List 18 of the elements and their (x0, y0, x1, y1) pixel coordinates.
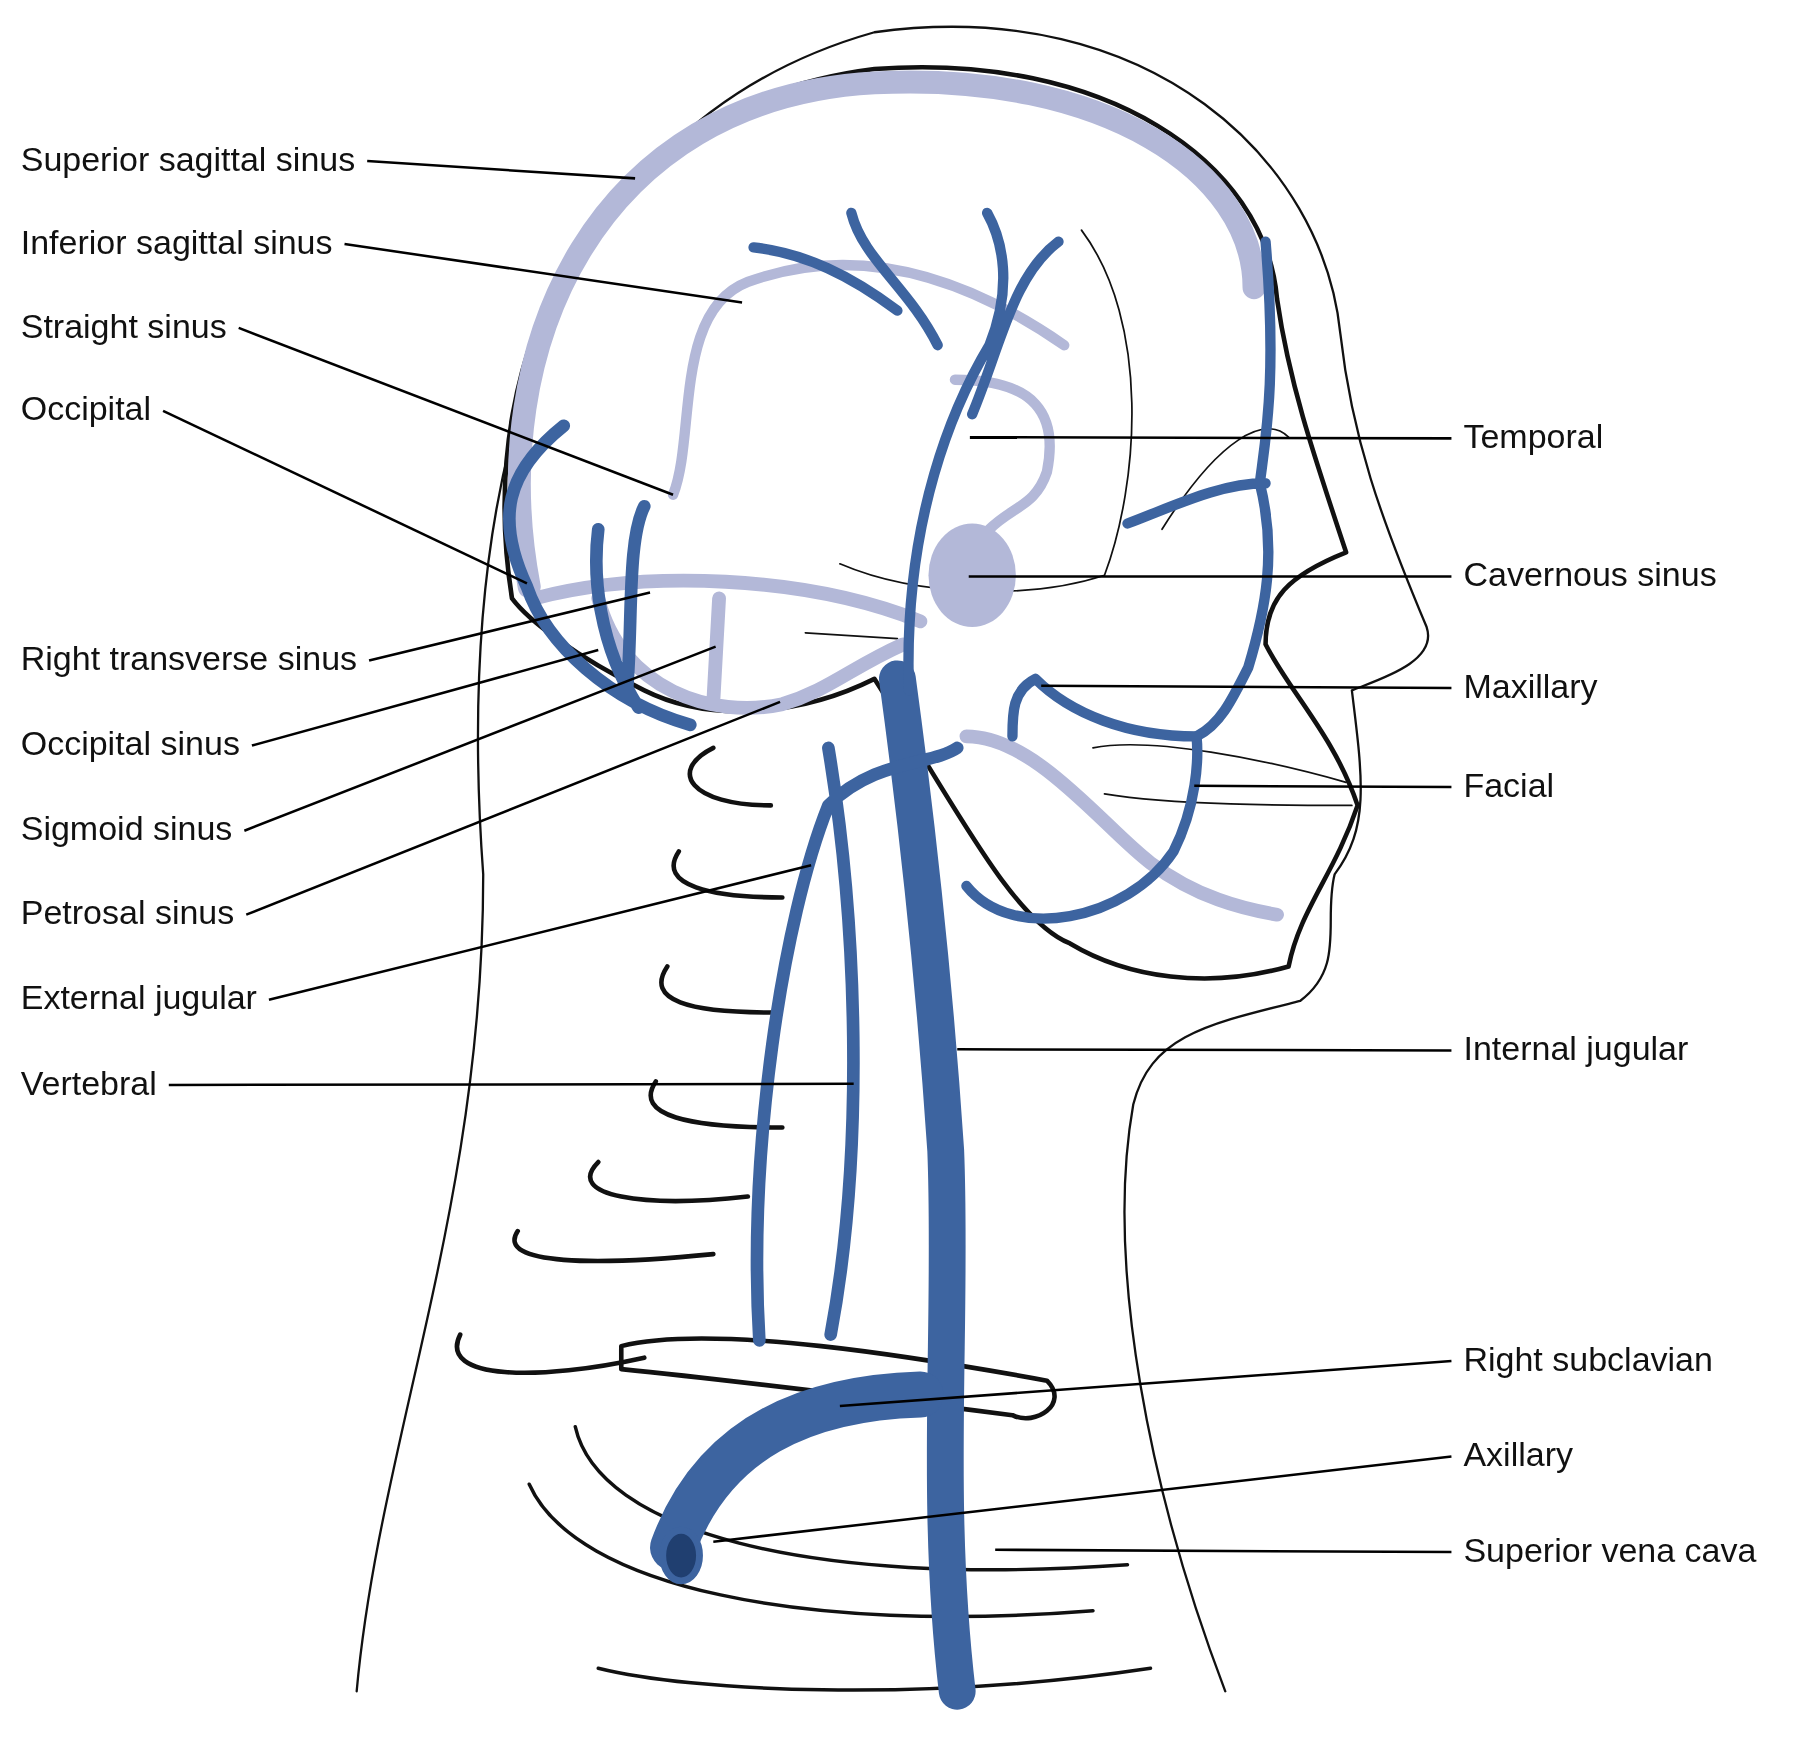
leader-line (238, 326, 674, 496)
leader-line (957, 1048, 1452, 1052)
leader-line (168, 1082, 854, 1087)
leader-line (243, 645, 717, 832)
leader-line (1194, 784, 1452, 789)
leader-line (162, 409, 528, 585)
leader-line (968, 575, 1452, 578)
leader-line (251, 648, 599, 747)
leader-line (1041, 684, 1452, 690)
leader-line (839, 1359, 1452, 1408)
leader-line (344, 242, 743, 304)
leader-line (245, 700, 781, 916)
leader-line (995, 1548, 1452, 1554)
leader-line (969, 435, 1452, 440)
leader-line (367, 159, 636, 180)
leader-line (368, 591, 651, 662)
leader-line (268, 864, 812, 1002)
leader-line (713, 1455, 1452, 1543)
